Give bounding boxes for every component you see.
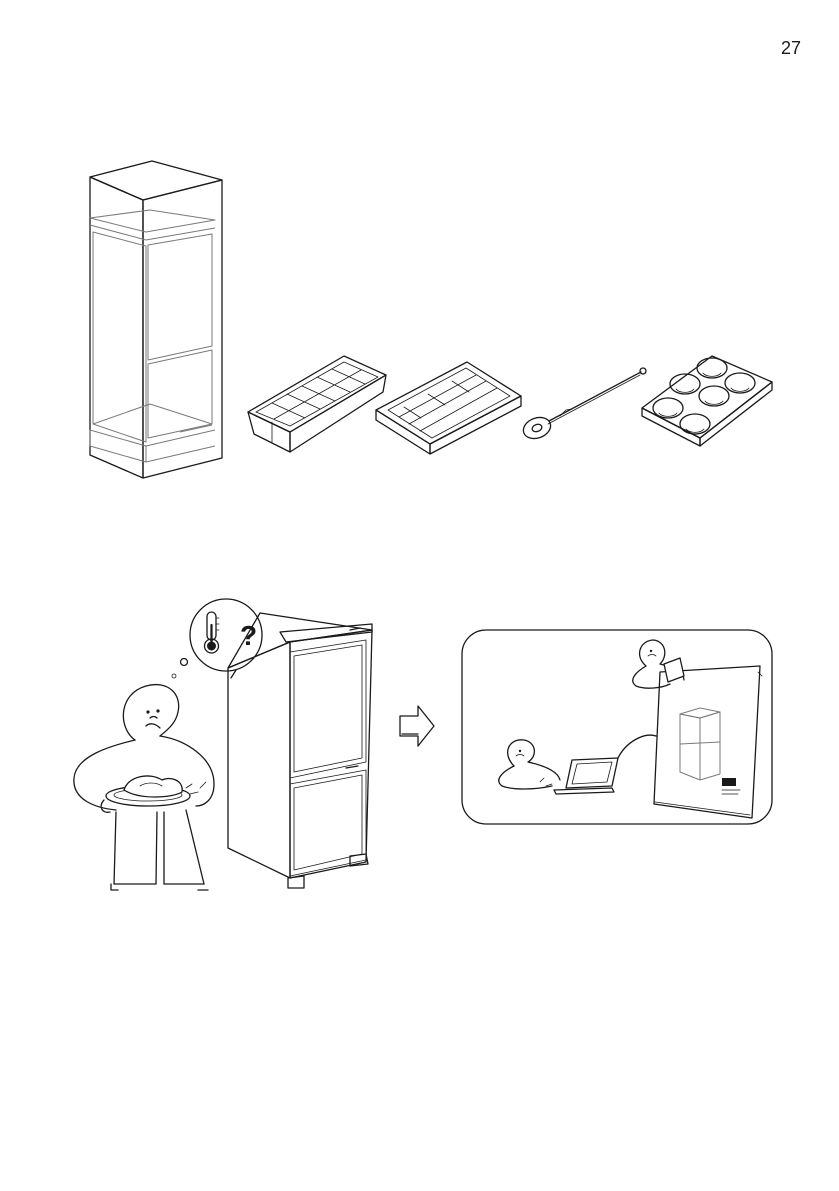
arrow-icon [400, 706, 434, 746]
manual-and-online-help-panel [462, 630, 772, 824]
fridge-illustration [228, 613, 372, 888]
person-holding-food-illustration [74, 659, 214, 891]
thermometer-question-bubble: ? [190, 599, 262, 678]
question-mark: ? [240, 620, 257, 651]
